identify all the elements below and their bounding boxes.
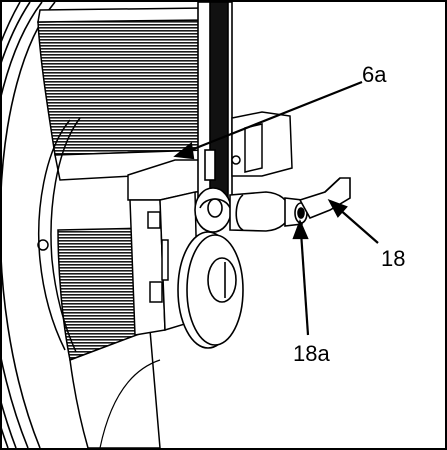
- leader-line-6a: [173, 80, 363, 160]
- round-knob-plate: [177, 231, 244, 349]
- drum-end-ring: [0, 1, 56, 449]
- lower-rib-band: [57, 227, 161, 449]
- mounting-bracket: [127, 159, 206, 336]
- callout-label-6a: 6a: [362, 62, 387, 87]
- drum-face: [37, 117, 81, 353]
- leader-line-18: [327, 198, 379, 244]
- callout-label-18a: 18a: [293, 341, 330, 366]
- lever-handle: [229, 177, 351, 232]
- pulley-disc: [194, 187, 232, 233]
- vertical-arm: [197, 1, 233, 203]
- callout-label-18: 18: [381, 246, 406, 271]
- leader-line-18a: [292, 219, 310, 336]
